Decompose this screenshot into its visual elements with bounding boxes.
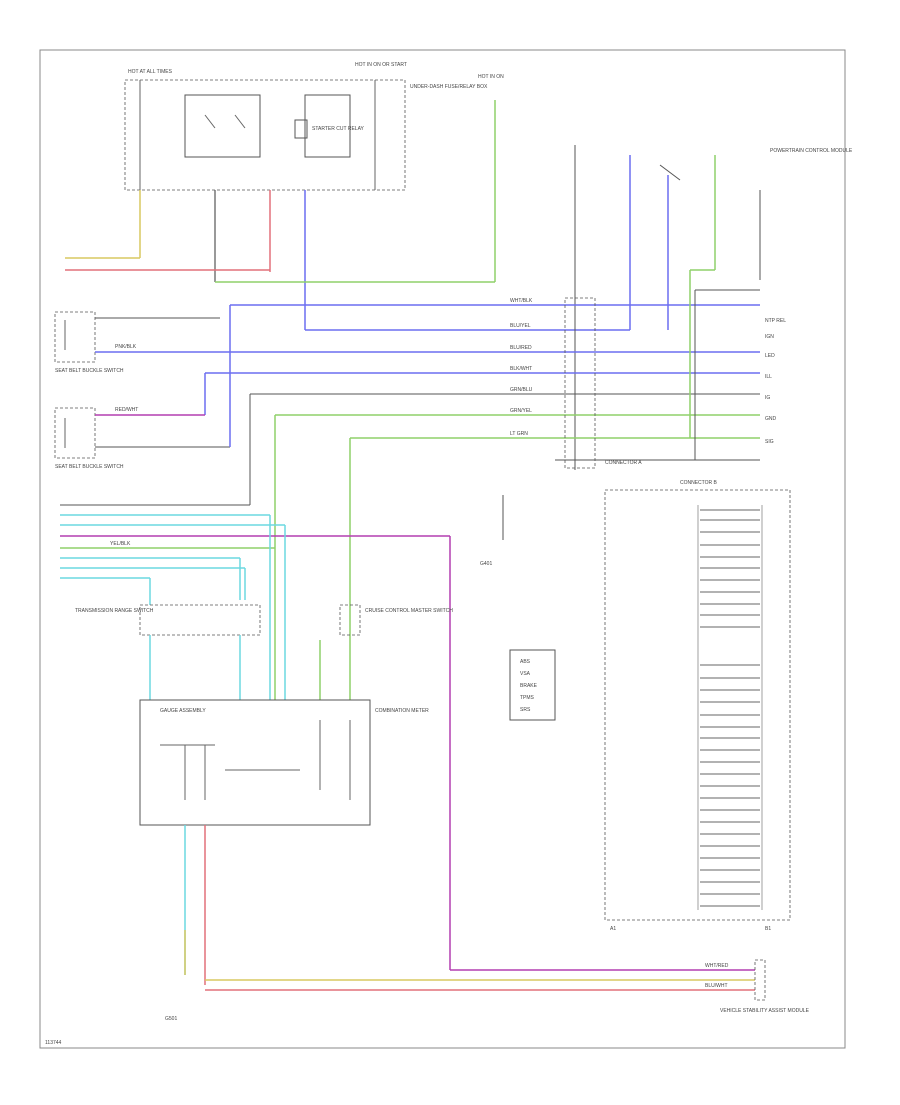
pin-label-e: IG — [765, 395, 770, 401]
starter-relay-block — [304, 94, 351, 158]
relay-contact-1 — [204, 114, 216, 129]
pin-label-g: SIG — [765, 439, 774, 445]
diagram-frame — [39, 49, 846, 1049]
wire-label-8: PNK/BLK — [115, 344, 137, 350]
seat-switch-right-label: SEAT BELT BUCKLE SWITCH — [55, 464, 124, 470]
bottom-module-label: VEHICLE STABILITY ASSIST MODULE — [720, 1008, 810, 1014]
mid-connector — [564, 297, 596, 469]
wire-label-7: LT GRN — [510, 431, 528, 437]
indicator-2: VSA — [520, 671, 531, 677]
indicator-1: ABS — [520, 659, 531, 665]
pin-label-b: IGN — [765, 334, 774, 340]
wire-label-5: GRN/BLU — [510, 387, 533, 393]
right-table-title: CONNECTOR B — [680, 480, 718, 486]
fuse-label-3: HOT IN ON — [478, 74, 504, 80]
seat-switch-right-box — [54, 407, 96, 459]
transmission-label: TRANSMISSION RANGE SWITCH — [75, 608, 154, 614]
pin-rows — [697, 505, 763, 910]
pin-right-label: B1 — [765, 926, 771, 932]
wire-label-4: BLK/WHT — [510, 366, 532, 372]
relay-coil — [294, 119, 308, 139]
bottom-module — [754, 959, 766, 1001]
fuse-relay-box — [124, 79, 406, 191]
transmission-switch — [139, 604, 261, 636]
pin-label-a: NTP REL — [765, 318, 786, 324]
bottom-ground-label: G501 — [165, 1016, 177, 1022]
relay-box-title: UNDER-DASH FUSE/RELAY BOX — [410, 84, 488, 90]
fuse-label-1: HOT AT ALL TIMES — [128, 69, 173, 75]
wire-label-10: YEL/BLK — [110, 541, 131, 547]
relay-switch-block — [184, 94, 261, 158]
wire-label-9: RED/WHT — [115, 407, 138, 413]
cruise-label: CRUISE CONTROL MASTER SWITCH — [365, 608, 453, 614]
relay-contact-2 — [234, 114, 246, 129]
wire-label-6: GRN/YEL — [510, 408, 532, 414]
pin-left-label: A1 — [610, 926, 616, 932]
wire-label-2: BLU/YEL — [510, 323, 531, 329]
wire-label-11: WHT/RED — [705, 963, 729, 969]
cruise-switch — [339, 604, 361, 636]
switch-right — [659, 164, 681, 181]
indicator-5: SRS — [520, 707, 531, 713]
pin-label-c: LED — [765, 353, 775, 359]
wire-label-3: BLU/RED — [510, 345, 532, 351]
seat-switch-left-box — [54, 311, 96, 363]
gauge-title: GAUGE ASSEMBLY — [160, 708, 206, 714]
starter-relay-label: STARTER CUT RELAY — [312, 126, 365, 132]
gauge-assembly — [139, 699, 371, 826]
footer-code: 113744 — [45, 1040, 62, 1046]
right-top-label: POWERTRAIN CONTROL MODULE — [770, 148, 853, 154]
pin-label-f: GND — [765, 416, 777, 422]
fuse-label-2: HOT IN ON OR START — [355, 62, 407, 68]
gauge-ground-label: G401 — [480, 561, 492, 567]
wire-label-1: WHT/BLK — [510, 298, 533, 304]
combination-label: COMBINATION METER — [375, 708, 429, 714]
indicator-3: BRAKE — [520, 683, 538, 689]
wire-label-12: BLU/WHT — [705, 983, 728, 989]
seat-switch-left-label: SEAT BELT BUCKLE SWITCH — [55, 368, 124, 374]
indicator-block — [509, 649, 556, 721]
indicator-4: TPMS — [520, 695, 535, 701]
mid-connector-label: CONNECTOR A — [605, 460, 642, 466]
pin-label-d: ILL — [765, 374, 772, 380]
right-connector-table — [604, 489, 791, 921]
